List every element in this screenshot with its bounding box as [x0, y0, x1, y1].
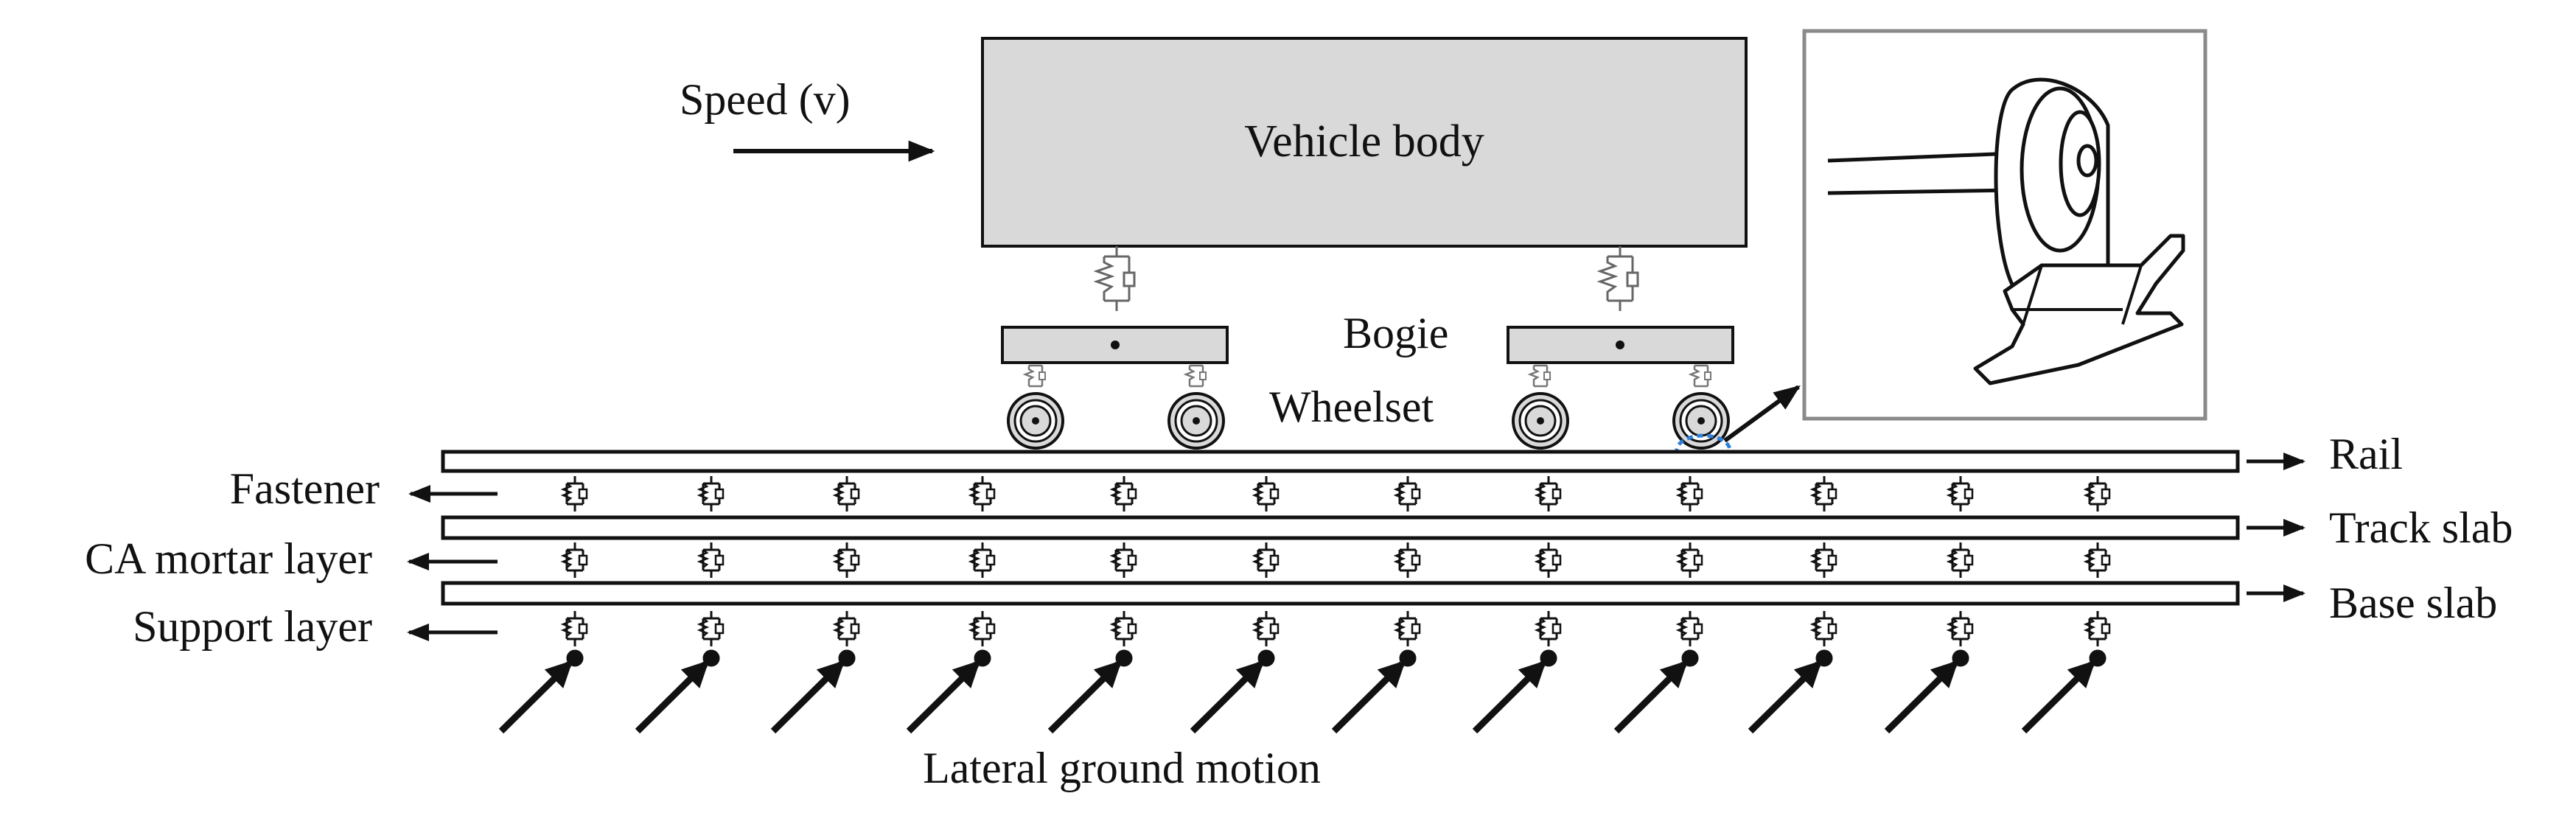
base-slab-label: Base slab [2329, 579, 2497, 627]
track-slab-bar [441, 515, 2240, 540]
rail-label: Rail [2329, 430, 2403, 478]
primary-suspension [1689, 364, 1712, 388]
wheel-icon [1167, 392, 1225, 450]
ca-mortar-row [562, 541, 2111, 579]
primary-suspension [1024, 364, 1047, 388]
fastener-row [562, 475, 2111, 513]
base-slab-bar [441, 581, 2240, 606]
wheel-icon [1007, 392, 1064, 450]
support-row [562, 610, 2111, 648]
track-slab-label: Track slab [2329, 503, 2513, 552]
primary-suspension [1184, 364, 1207, 388]
vehicle-body [981, 37, 1748, 248]
bogie-label: Bogie [1343, 309, 1448, 357]
wheelset-label: Wheelset [1269, 383, 1434, 431]
secondary-suspension-right [1599, 245, 1639, 313]
primary-suspension [1529, 364, 1551, 388]
ca-mortar-label: CA mortar layer [85, 534, 372, 583]
support-label: Support layer [133, 602, 372, 651]
inset-pointer-arrow [1723, 385, 1801, 443]
secondary-suspension-left [1095, 245, 1136, 313]
wheel-icon [1512, 392, 1569, 450]
ground-motion-label: Lateral ground motion [923, 744, 1321, 792]
wheel-rail-contact-icon [1827, 77, 2185, 385]
speed-label: Speed (v) [680, 75, 851, 124]
vehicle-body-label: Vehicle body [1244, 116, 1484, 167]
ground-motion-arrows [498, 649, 2106, 734]
fastener-label: Fastener [230, 464, 380, 513]
rail-bar [441, 450, 2240, 473]
